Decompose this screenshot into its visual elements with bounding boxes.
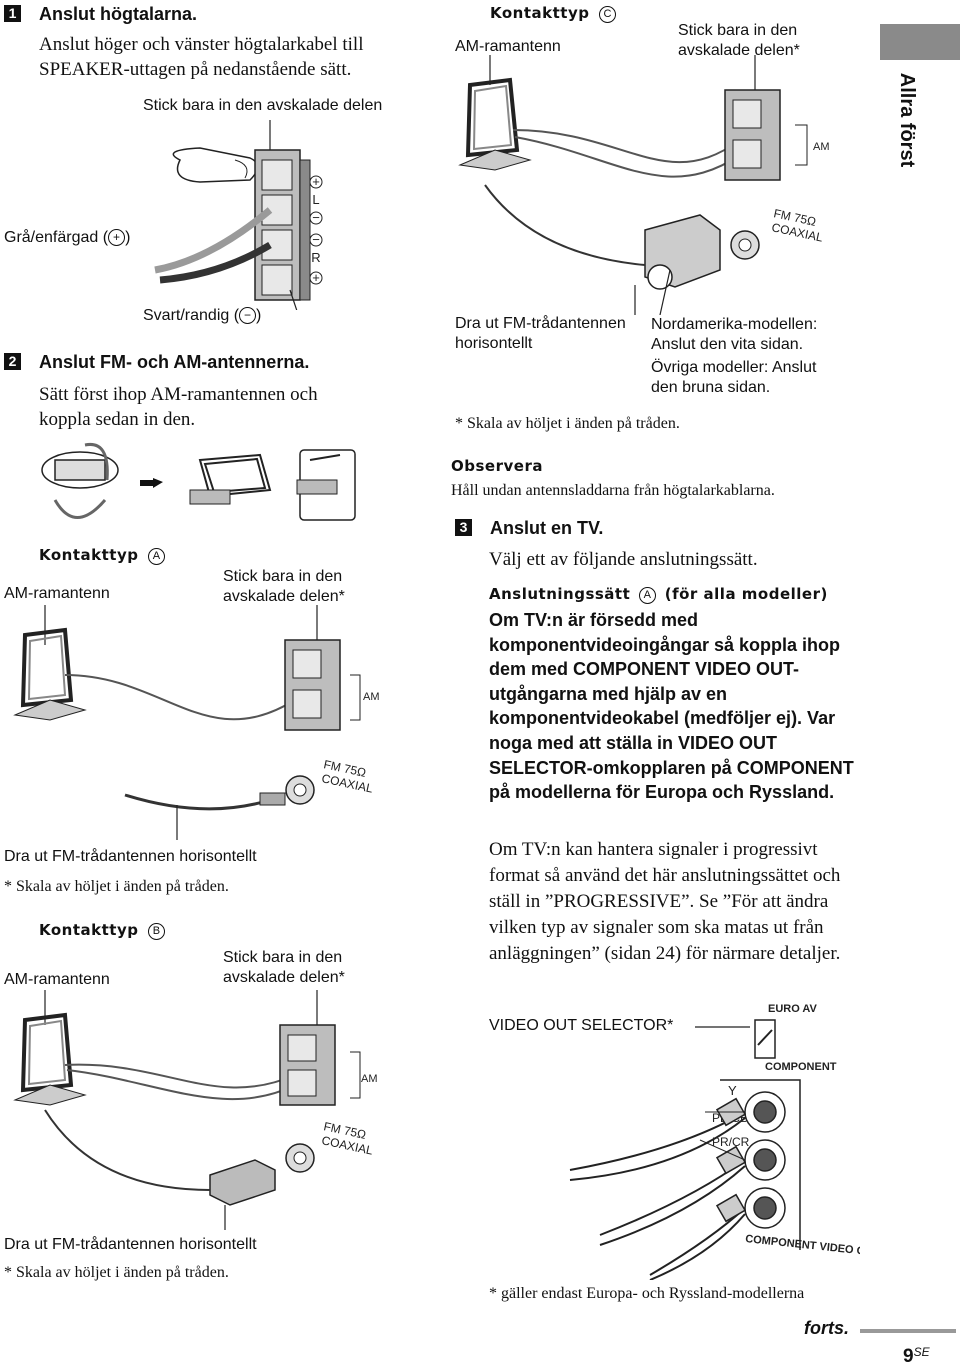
- step2-body: Sätt först ihop AM-ramantennen och koppl…: [39, 384, 318, 430]
- mark-plus-bottom: +: [312, 270, 320, 285]
- step3-heading: 3 Anslut en TV.: [455, 518, 603, 539]
- gray-close: ): [125, 229, 131, 246]
- observera-text: Håll undan antennsladdarna från högtalar…: [451, 482, 775, 499]
- type-a-note: * Skala av höljet i änden på tråden.: [4, 878, 229, 895]
- step1-heading: 1 Anslut högtalarna.: [4, 4, 197, 25]
- type-b-title-text: Kontakttyp: [39, 921, 139, 939]
- selector-component: COMPONENT: [765, 1061, 837, 1073]
- step3-footnote: * gäller endast Europa- och Ryssland-mod…: [489, 1285, 805, 1302]
- step2-title: Anslut FM- och AM-antennerna.: [39, 352, 310, 372]
- type-c-illustration: AM FM 75Ω COAXIAL: [458, 55, 830, 315]
- type-a-title: Kontakttyp A: [39, 546, 166, 565]
- type-a-stick-label: Stick bara in den avskalade delen*: [223, 568, 345, 605]
- type-c-title-text: Kontakttyp: [490, 4, 590, 22]
- step2-number: 2: [4, 353, 21, 370]
- type-c-am-label: AM-ramantenn: [455, 38, 561, 55]
- page-number-digit: 9: [903, 1346, 914, 1367]
- mark-r: R: [311, 250, 320, 265]
- plus-symbol: +: [108, 229, 126, 246]
- type-b-am-label: AM-ramantenn: [4, 971, 110, 988]
- antenna-assembly-illustration: [41, 442, 356, 521]
- step1-label-black: Svart/randig (−): [143, 306, 261, 326]
- method-title-text: Anslutningssätt: [489, 585, 631, 603]
- selector-label: VIDEO OUT SELECTOR*: [489, 1017, 674, 1034]
- type-b-fm-label: Dra ut FM-trådantennen horisontellt: [4, 1236, 257, 1253]
- type-c-note: * Skala av höljet i änden på tråden.: [455, 415, 680, 432]
- side-tab-bar: [880, 24, 960, 60]
- type-c-title: Kontakttyp C: [490, 4, 617, 23]
- mark-plus-top: +: [312, 174, 320, 189]
- step1-number: 1: [4, 5, 21, 22]
- type-b-letter: B: [148, 923, 166, 940]
- page-number: 9SE: [903, 1345, 930, 1368]
- type-a-illustration: AM FM 75Ω COAXIAL: [13, 605, 380, 840]
- type-a-title-text: Kontakttyp: [39, 546, 139, 564]
- type-c-letter: C: [599, 6, 617, 23]
- type-a-am-mark: AM: [363, 691, 380, 703]
- type-b-stick-label: Stick bara in den avskalade delen*: [223, 949, 345, 986]
- type-a-letter: A: [148, 548, 166, 565]
- observera-title: Observera: [451, 457, 543, 475]
- method-suffix: (för alla modeller): [664, 585, 828, 603]
- black-close: ): [256, 307, 262, 324]
- component-out-line1: COMPONENT VIDEO OUT: [745, 1233, 860, 1259]
- step1-label-top: Stick bara in den avskalade delen: [143, 97, 383, 114]
- type-a-am-label: AM-ramantenn: [4, 585, 110, 602]
- type-b-note: * Skala av höljet i änden på tråden.: [4, 1264, 229, 1281]
- type-c-na-label: Nordamerika-modellen: Anslut den vita si…: [651, 316, 818, 353]
- step3-number: 3: [455, 519, 472, 536]
- step2-heading: 2 Anslut FM- och AM-antennerna.: [4, 352, 309, 373]
- component-video-illustration: EURO AV COMPONENT Y PB/CB PR/CR COMPONEN…: [569, 1003, 860, 1280]
- speaker-terminal-illustration: + L − − R +: [154, 120, 323, 310]
- forts-label: forts.: [804, 1318, 849, 1338]
- jack-pr: PR/CR: [712, 1135, 750, 1149]
- step3-title: Anslut en TV.: [490, 518, 604, 538]
- step1-body: Anslut höger och vänster högtalarkabel t…: [39, 34, 364, 80]
- method-title: Anslutningssätt A (för alla modeller): [489, 585, 828, 604]
- step3-body: Välj ett av följande anslutningssätt.: [489, 549, 758, 570]
- side-tab-label: Allra först: [896, 72, 918, 168]
- jack-y: Y: [728, 1083, 737, 1098]
- gray-label-text: Grå/enfärgad (: [4, 229, 109, 246]
- method-letter: A: [639, 587, 656, 604]
- type-c-am-mark: AM: [813, 141, 830, 153]
- type-b-am-mark: AM: [361, 1073, 378, 1085]
- method-plain-text: Om TV:n kan hantera signaler i progressi…: [489, 839, 841, 964]
- mark-minus-top: −: [312, 210, 320, 225]
- minus-symbol: −: [239, 307, 257, 324]
- method-bold-text: Om TV:n är försedd med komponentvideoing…: [489, 610, 854, 803]
- selector-euro-av: EURO AV: [768, 1003, 818, 1015]
- type-c-fm-label: Dra ut FM-trådantennen horisontellt: [455, 315, 626, 352]
- mark-l: L: [312, 192, 319, 207]
- mark-minus-bottom: −: [312, 232, 320, 247]
- forts-rule: [860, 1329, 956, 1333]
- black-label-text: Svart/randig (: [143, 307, 240, 324]
- page-suffix: SE: [913, 1345, 930, 1359]
- step1-label-gray: Grå/enfärgad (+): [4, 228, 130, 248]
- step1-title: Anslut högtalarna.: [39, 4, 198, 24]
- type-a-fm-label: Dra ut FM-trådantennen horisontellt: [4, 848, 257, 865]
- type-c-other-label: Övriga modeller: Anslut den bruna sidan.: [651, 359, 817, 396]
- type-b-illustration: AM FM 75Ω COAXIAL: [13, 990, 378, 1230]
- type-b-title: Kontakttyp B: [39, 921, 166, 940]
- type-c-stick-label: Stick bara in den avskalade delen*: [678, 22, 800, 59]
